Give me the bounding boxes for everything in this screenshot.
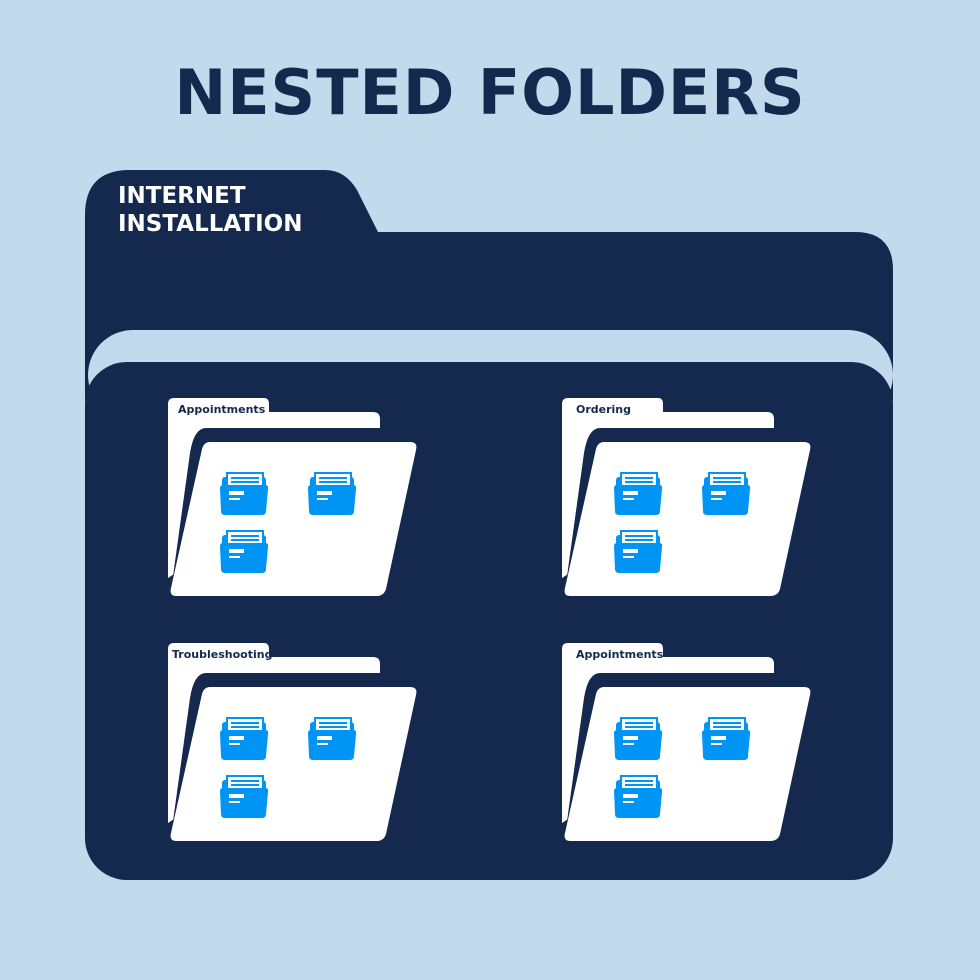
document-line: [231, 722, 259, 724]
folder-label-line: [623, 743, 634, 745]
folder-label-line: [623, 498, 634, 500]
folder-with-document-icon[interactable]: [220, 530, 269, 573]
subfolder-label: Ordering: [576, 403, 632, 416]
folder-label-line: [229, 801, 240, 803]
folder-front-icon-part: [614, 730, 663, 760]
main-folder-label: INTERNET INSTALLATION: [118, 182, 302, 238]
document-line: [625, 726, 653, 728]
subfolder-front: [170, 687, 417, 841]
subfolder-front: [564, 442, 811, 596]
folder-front-icon-part: [614, 485, 663, 515]
folder-front-icon-part: [702, 730, 751, 760]
subfolder-label: Appointments: [576, 648, 664, 661]
folder-label-line: [711, 498, 722, 500]
main-folder-label-line1: INTERNET: [118, 183, 246, 209]
subfolder-label: Appointments: [178, 403, 266, 416]
folder-with-document-icon[interactable]: [702, 717, 751, 760]
document-line: [625, 722, 653, 724]
folder-front-icon-part: [702, 485, 751, 515]
document-line: [625, 535, 653, 537]
document-line: [625, 477, 653, 479]
folder-front-icon-part: [220, 485, 269, 515]
document-line: [231, 539, 259, 541]
folder-label-line: [623, 556, 634, 558]
folder-label-line: [623, 794, 638, 798]
subfolder-label: Troubleshooting: [172, 648, 273, 661]
folder-with-document-icon[interactable]: [614, 717, 663, 760]
folder-label-line: [623, 491, 638, 495]
folder-label-line: [229, 736, 244, 740]
subfolder[interactable]: [168, 398, 418, 598]
folder-label-line: [229, 743, 240, 745]
document-line: [319, 726, 347, 728]
folder-with-document-icon[interactable]: [308, 717, 357, 760]
folder-label-line: [711, 743, 722, 745]
folder-with-document-icon[interactable]: [220, 472, 269, 515]
subfolder[interactable]: [562, 643, 812, 843]
subfolder-front: [564, 687, 811, 841]
folder-with-document-icon[interactable]: [220, 717, 269, 760]
document-line: [319, 722, 347, 724]
folder-label-line: [229, 491, 244, 495]
subfolder-front: [170, 442, 417, 596]
folder-label-line: [317, 736, 332, 740]
document-line: [625, 784, 653, 786]
folder-label-line: [711, 736, 726, 740]
folder-with-document-icon[interactable]: [308, 472, 357, 515]
folder-label-line: [229, 498, 240, 500]
document-line: [231, 780, 259, 782]
main-folder-label-line2: INSTALLATION: [118, 211, 303, 237]
folder-label-line: [623, 801, 634, 803]
folder-label-line: [623, 736, 638, 740]
folder-label-line: [229, 556, 240, 558]
document-line: [231, 477, 259, 479]
folder-label-line: [229, 794, 244, 798]
folder-front-icon-part: [614, 543, 663, 573]
document-line: [319, 481, 347, 483]
folder-label-line: [317, 498, 328, 500]
document-line: [231, 535, 259, 537]
document-line: [625, 539, 653, 541]
folder-with-document-icon[interactable]: [220, 775, 269, 818]
subfolder[interactable]: [168, 643, 418, 843]
document-line: [713, 477, 741, 479]
folder-front-icon-part: [308, 485, 357, 515]
document-line: [319, 477, 347, 479]
document-line: [625, 481, 653, 483]
document-line: [231, 784, 259, 786]
folder-front-icon-part: [614, 788, 663, 818]
folder-with-document-icon[interactable]: [702, 472, 751, 515]
folder-front-icon-part: [308, 730, 357, 760]
folder-front-icon-part: [220, 788, 269, 818]
folder-label-line: [317, 491, 332, 495]
folder-front-icon-part: [220, 730, 269, 760]
folder-with-document-icon[interactable]: [614, 530, 663, 573]
document-line: [231, 481, 259, 483]
folder-with-document-icon[interactable]: [614, 775, 663, 818]
document-line: [625, 780, 653, 782]
subfolder[interactable]: [562, 398, 812, 598]
folder-with-document-icon[interactable]: [614, 472, 663, 515]
folder-label-line: [317, 743, 328, 745]
folder-label-line: [711, 491, 726, 495]
document-line: [713, 481, 741, 483]
document-line: [713, 726, 741, 728]
page-title: NESTED FOLDERS: [174, 56, 806, 129]
folder-label-line: [229, 549, 244, 553]
folder-front-icon-part: [220, 543, 269, 573]
document-line: [231, 726, 259, 728]
folder-label-line: [623, 549, 638, 553]
document-line: [713, 722, 741, 724]
